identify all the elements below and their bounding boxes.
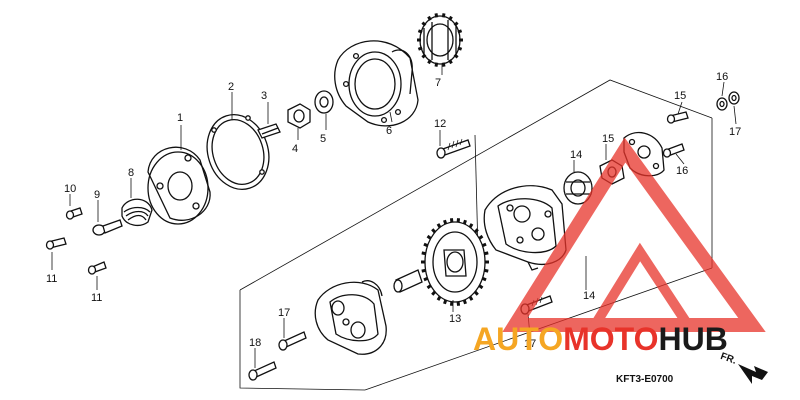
gear-tooth: [421, 53, 427, 59]
part-8-spring: [121, 198, 153, 227]
svg-text:AUTOMOTOHUB: AUTOMOTOHUB: [473, 321, 728, 357]
gear-tooth: [453, 53, 459, 59]
watermark-logo: [502, 137, 766, 332]
front-arrow-icon: [738, 364, 768, 384]
part-13-washer: [314, 90, 334, 114]
gear-tooth: [427, 59, 432, 65]
callout-9: 2: [228, 81, 234, 93]
gear-tooth: [417, 29, 423, 34]
callout-11b: 17: [524, 338, 536, 350]
callout-13: 5: [320, 133, 326, 145]
callout-17c: 11: [91, 292, 102, 304]
part-4-rotor: [563, 171, 593, 205]
callout-14b: 17: [729, 126, 741, 138]
gear-tooth: [457, 29, 463, 34]
gear-tooth: [453, 21, 459, 27]
part-11-bolt-upper: [436, 138, 471, 159]
callout-6: 1: [177, 112, 183, 124]
part-15-bolts: [248, 331, 307, 381]
gear-tooth: [441, 13, 446, 18]
front-label: FR.: [719, 351, 738, 367]
assembly-frame: [239, 79, 713, 391]
gear-tooth: [417, 46, 423, 51]
callout-8: 8: [128, 167, 134, 179]
callout-15a: 17: [278, 307, 290, 319]
front-direction-indicator: FR.: [719, 351, 768, 384]
callout-7: 9: [94, 189, 100, 201]
gear-tooth: [434, 62, 439, 67]
callout-4: 14: [570, 149, 582, 161]
watermark-text: AUTOMOTOHUB: [473, 321, 728, 357]
part-6-pump-cover: [147, 146, 211, 225]
callout-12: 4: [292, 143, 298, 155]
watermark-word-2: MOTO: [563, 321, 658, 357]
gear-tooth: [448, 59, 453, 65]
callout-labels: 1 2 3 4 5 6 7 8 9 10 11 11 12 13 14 14 1…: [46, 71, 741, 350]
part-9-gasket: [206, 114, 270, 190]
gear-tooth: [421, 21, 427, 27]
part-12-nut: [287, 103, 311, 129]
diagram-code: KFT3-E0700: [616, 374, 674, 385]
callout-17b: 11: [46, 273, 57, 285]
watermark-word-3: HUB: [658, 321, 727, 357]
gear-tooth: [441, 62, 446, 67]
callout-14a: 16: [716, 71, 728, 83]
gear-tooth: [457, 46, 463, 51]
part-18-pin: [257, 123, 281, 139]
callout-17a: 10: [64, 183, 76, 195]
pump-shaft: [393, 269, 423, 293]
callout-16b: 16: [676, 165, 688, 177]
callout-15b: 18: [249, 337, 261, 349]
gear-tooth: [448, 15, 453, 21]
callout-5: 6: [386, 125, 392, 137]
part-17-screws: [45, 207, 107, 275]
part-5-housing-flange: [334, 40, 419, 127]
gear-tooth: [434, 13, 439, 18]
callout-16a: 15: [674, 90, 686, 102]
part-2-sprocket: [421, 218, 489, 306]
part-14-washers: [716, 91, 740, 111]
callout-1: 14: [583, 290, 595, 302]
callout-3: 15: [602, 133, 614, 145]
gear-tooth: [427, 15, 432, 21]
watermark-word-1: AUTO: [473, 321, 563, 357]
callout-11a: 12: [434, 118, 446, 130]
pump-lower-case: [314, 280, 387, 355]
callout-10: 7: [435, 77, 441, 89]
part-16-bolts: [662, 111, 689, 158]
callout-2: 13: [449, 313, 461, 325]
callout-18: 3: [261, 90, 267, 102]
part-7-pin: [92, 219, 123, 236]
part-10-gear: [417, 13, 463, 67]
